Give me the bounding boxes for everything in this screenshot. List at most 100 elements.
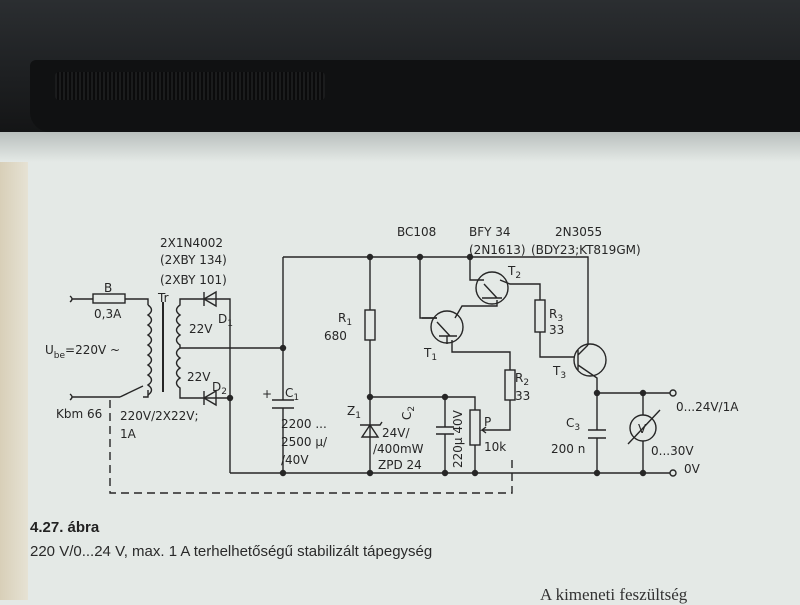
r1-label: R <box>338 311 346 325</box>
svg-text:C1: C1 <box>285 386 299 403</box>
c2-label: C <box>400 412 414 420</box>
diode-alt1: (2XBY 134) <box>160 253 227 267</box>
transistor-t3 <box>573 343 607 393</box>
output-ground-label: 0V <box>684 462 701 476</box>
potentiometer-p <box>469 409 481 446</box>
svg-text:R2: R2 <box>515 371 529 388</box>
r3-value: 33 <box>549 323 564 337</box>
t3-alt: (BDY23;KT819GM) <box>531 243 641 257</box>
resistor-r1 <box>364 309 376 341</box>
r2-value: 33 <box>515 389 530 403</box>
capacitor-c1 <box>272 257 294 473</box>
c3-label: C <box>566 416 574 430</box>
secondary-coil <box>175 298 186 399</box>
t3-type: 2N3055 <box>555 225 602 239</box>
output-positive-label: 0...24V/1A <box>676 400 739 414</box>
laptop-vent <box>55 72 325 100</box>
transistor-t2 <box>469 257 541 305</box>
diode-type: 2X1N4002 <box>160 236 223 250</box>
r1-value: 680 <box>324 329 347 343</box>
r1-sub: 1 <box>346 318 352 328</box>
z1-value-2: /400mW <box>373 442 424 456</box>
r2-sub: 2 <box>523 378 529 388</box>
meter-symbol: V <box>638 422 647 436</box>
meter-range: 0...30V <box>651 444 694 458</box>
book-gutter <box>0 100 28 600</box>
transistor-t1 <box>419 257 498 344</box>
transformer-rating: 220V/2X22V; <box>120 409 199 423</box>
fuse-label: B <box>104 281 112 295</box>
capacitor-c2 <box>436 397 454 473</box>
t2-sub: 2 <box>515 271 521 281</box>
t2-alt: (2N1613) <box>469 243 526 257</box>
t2-label: T <box>507 264 516 278</box>
d1-label: D <box>218 312 227 326</box>
zener-z1 <box>360 421 383 438</box>
top-rail <box>283 256 589 345</box>
switch <box>119 385 149 398</box>
transformer-label: Tr <box>157 291 169 305</box>
voltmeter <box>629 414 657 442</box>
z1-value-1: 24V/ <box>382 426 410 440</box>
d2-label: D <box>212 380 221 394</box>
c1-plus: + <box>262 387 272 401</box>
r2-label: R <box>515 371 523 385</box>
output-terminal <box>669 389 677 397</box>
meter-arrow <box>627 409 661 445</box>
c2-sub: 2 <box>407 406 417 412</box>
wire <box>125 298 149 305</box>
figure-number: 4.27. ábra <box>30 519 100 536</box>
shadow <box>0 132 800 162</box>
r3-label: R <box>549 307 557 321</box>
input-voltage-sub: be <box>54 351 66 361</box>
resistor-r2 <box>504 369 516 401</box>
r3-sub: 3 <box>557 314 563 324</box>
capacitor-c3 <box>588 393 606 473</box>
svg-text:Ube=220V ~: Ube=220V ~ <box>45 343 120 361</box>
t1-base-wire <box>451 340 511 370</box>
c3-sub: 3 <box>574 423 580 433</box>
t1-label: T <box>423 346 432 360</box>
primary-coil <box>146 304 153 396</box>
transformer-current: 1A <box>120 427 137 441</box>
svg-text:C2: C2 <box>400 406 417 420</box>
dashed-link <box>109 400 513 494</box>
fuse-rating: 0,3A <box>94 307 122 321</box>
c2-value: 220µ 40V <box>451 409 465 468</box>
c1-value-2: 2500 µ/ <box>281 435 328 449</box>
c1-label: C <box>285 386 293 400</box>
pot-value: 10k <box>484 440 506 454</box>
svg-text:T3: T3 <box>552 364 566 381</box>
d1-sub: 1 <box>227 319 233 329</box>
t3-label: T <box>552 364 561 378</box>
diode-d1 <box>186 290 231 473</box>
diode-alt2: (2XBY 101) <box>160 273 227 287</box>
svg-text:Z1: Z1 <box>347 404 361 421</box>
r3-wire <box>539 332 575 358</box>
fuse <box>92 293 126 304</box>
svg-text:D2: D2 <box>212 380 227 397</box>
ground-terminal <box>669 469 677 477</box>
pot-wiper <box>474 400 511 473</box>
reference-wire <box>370 396 476 410</box>
body-text-fragment: A kimeneti feszültség <box>540 585 688 604</box>
svg-text:C3: C3 <box>566 416 580 433</box>
input-terminals <box>69 295 120 401</box>
svg-text:D1: D1 <box>218 312 233 329</box>
z1-label: Z <box>347 404 355 418</box>
pot-label: P <box>484 415 491 429</box>
switch-label: Kbm 66 <box>56 407 102 421</box>
t1-sub: 1 <box>431 353 437 363</box>
input-voltage-value: =220V ~ <box>65 343 120 357</box>
c1-sub: 1 <box>293 393 299 403</box>
secondary-lower: 22V <box>187 370 211 384</box>
svg-text:R1: R1 <box>338 311 352 328</box>
secondary-upper: 22V <box>189 322 213 336</box>
diode-d2 <box>186 389 230 407</box>
c1-value-3: /40V <box>281 453 309 467</box>
c3-value: 200 n <box>551 442 585 456</box>
resistor-r3 <box>534 299 546 333</box>
figure-caption: 220 V/0...24 V, max. 1 A terhelhetőségű … <box>30 543 433 560</box>
svg-text:R3: R3 <box>549 307 563 324</box>
